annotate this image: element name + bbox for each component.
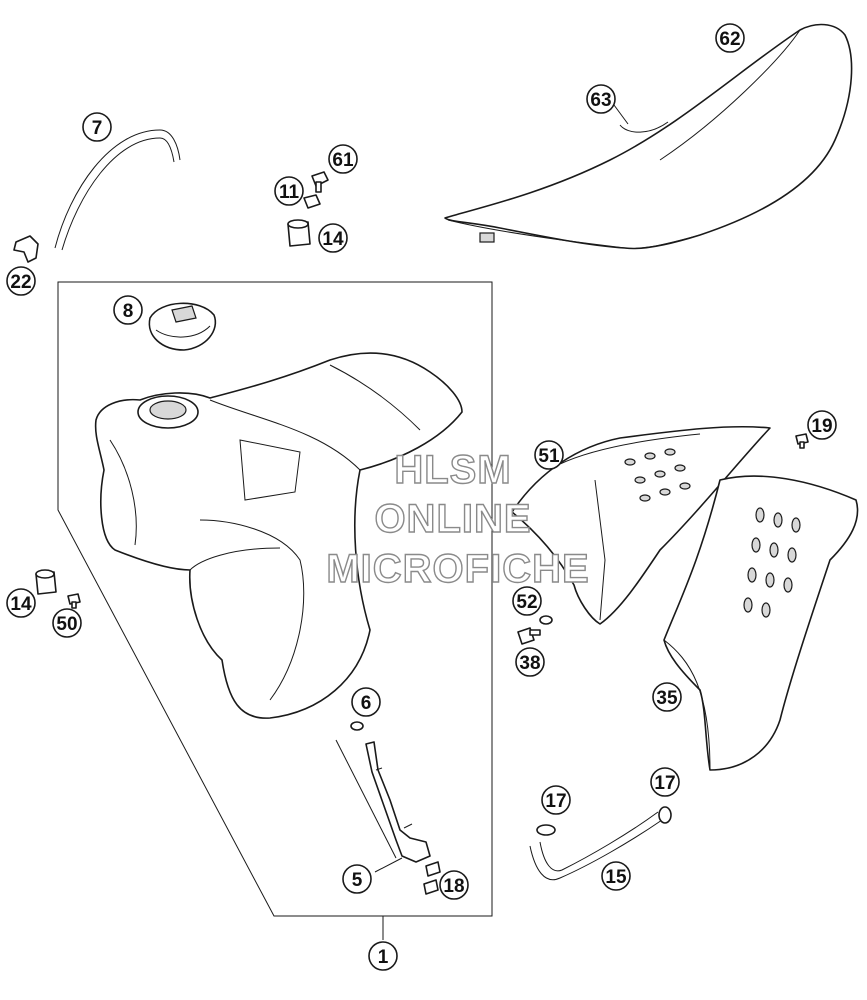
leader-6 (335, 739, 397, 859)
watermark-line1: HLSM (394, 448, 511, 492)
screw-61 (517, 627, 541, 645)
svg-text:17: 17 (545, 791, 566, 812)
callout-61[interactable]: 38 (515, 647, 545, 677)
callout-17-left[interactable]: 17 (541, 785, 571, 815)
leader-5a (374, 857, 403, 873)
right-shroud (663, 475, 859, 771)
callout-35[interactable]: 62 (715, 23, 745, 53)
right-shroud-vents (743, 507, 801, 618)
nut-11 (303, 194, 321, 209)
vent-hose (54, 129, 181, 251)
screw-63 (311, 171, 329, 193)
svg-text:18: 18 (443, 876, 464, 897)
callout-14-left[interactable]: 14 (6, 588, 36, 618)
callouts: 62 63 7 61 11 14 22 8 19 51 14 52 50 38 … (6, 23, 837, 971)
callout-1[interactable]: 1 (368, 941, 398, 971)
svg-text:63: 63 (590, 90, 611, 111)
svg-text:5: 5 (352, 870, 363, 891)
callout-38[interactable]: 63 (586, 84, 616, 114)
svg-text:17: 17 (654, 773, 675, 794)
callout-50[interactable]: 35 (652, 682, 682, 712)
screw-62 (67, 593, 81, 609)
elbow-fitting (13, 235, 39, 263)
svg-text:61: 61 (332, 150, 354, 171)
screw-18 (423, 861, 441, 895)
callout-5[interactable]: 5 (342, 864, 372, 894)
callout-52[interactable]: 52 (512, 586, 542, 616)
leader-38 (613, 104, 629, 125)
fuel-tank (94, 352, 463, 719)
svg-text:15: 15 (605, 867, 627, 888)
svg-text:51: 51 (538, 446, 560, 467)
svg-text:38: 38 (519, 653, 540, 674)
callout-15[interactable]: 15 (601, 861, 631, 891)
callout-8[interactable]: 8 (113, 295, 143, 325)
watermark-line3: MICROFICHE (326, 547, 589, 591)
left-shroud (511, 425, 771, 625)
callout-11[interactable]: 11 (274, 176, 304, 206)
callout-14-top[interactable]: 14 (318, 223, 348, 253)
clamp-17-left (536, 824, 556, 836)
watermark: HLSM ONLINE MICROFICHE (326, 447, 590, 591)
callout-19[interactable]: 19 (807, 410, 837, 440)
clamp-17-right (658, 806, 672, 824)
svg-text:7: 7 (92, 118, 103, 139)
callout-51[interactable]: 51 (534, 440, 564, 470)
callout-63[interactable]: 61 (328, 144, 358, 174)
svg-text:62: 62 (719, 29, 740, 50)
screw-19 (795, 433, 809, 449)
callout-17-right[interactable]: 17 (650, 767, 680, 797)
fuel-cap (148, 302, 217, 351)
shroud-vents (624, 448, 691, 502)
svg-text:6: 6 (361, 693, 372, 714)
svg-text:8: 8 (123, 301, 134, 322)
callout-6[interactable]: 6 (351, 687, 381, 717)
svg-text:35: 35 (656, 688, 678, 709)
svg-text:19: 19 (811, 416, 832, 437)
callout-7[interactable]: 7 (82, 112, 112, 142)
washer-52 (539, 615, 553, 625)
seat (444, 23, 853, 250)
svg-text:11: 11 (279, 182, 300, 203)
fuel-hose (529, 811, 663, 881)
svg-text:22: 22 (10, 272, 31, 293)
fuel-tap (365, 741, 431, 863)
callout-22[interactable]: 22 (6, 266, 36, 296)
svg-text:14: 14 (10, 594, 32, 615)
svg-text:52: 52 (516, 592, 537, 613)
spacer-14-left (35, 569, 57, 595)
spacer-14-top (287, 219, 311, 247)
callout-18[interactable]: 18 (439, 870, 469, 900)
svg-text:1: 1 (378, 947, 389, 968)
svg-text:14: 14 (322, 229, 344, 250)
o-ring (350, 721, 364, 731)
watermark-line2: ONLINE (374, 497, 531, 541)
svg-text:50: 50 (56, 614, 77, 635)
callout-62[interactable]: 50 (52, 608, 82, 638)
